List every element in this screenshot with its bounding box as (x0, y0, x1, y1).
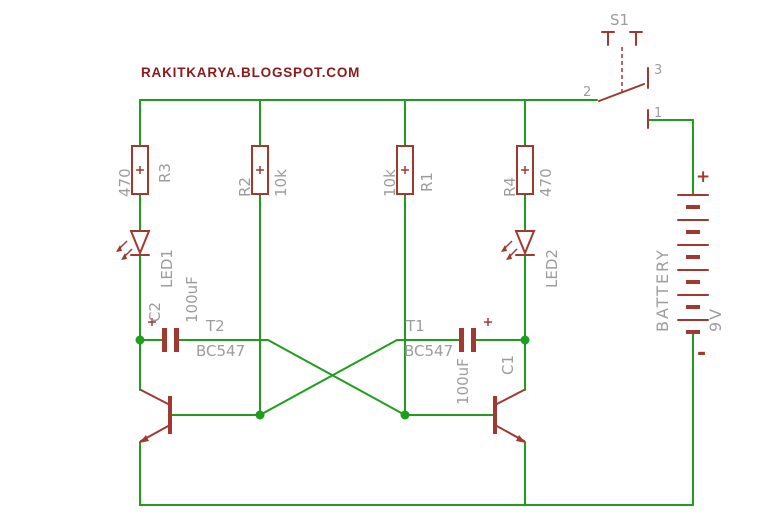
transistor-emitter-arrow (516, 435, 526, 443)
cross-wire (267, 339, 406, 416)
led-light-arrowhead (501, 245, 507, 252)
resistor-value: 470 (537, 168, 555, 197)
led-LED2: LED2 (501, 230, 561, 288)
battery-name: BATTERY (653, 248, 672, 332)
transistor-T1: T1 BC547 (404, 317, 526, 443)
resistor-R1: 10k R1 (381, 145, 436, 197)
transistor-name: T2 (205, 317, 225, 335)
battery-plus-mark: + (696, 167, 710, 187)
led-LED1: LED1 (116, 230, 176, 288)
led-triangle (129, 230, 151, 256)
led-light-arrowhead (116, 245, 122, 252)
switch-pin-label-1: 1 (654, 106, 662, 121)
capacitor-C1: C1 100uF (454, 318, 517, 405)
led-light-arrowhead (506, 253, 512, 260)
transistor-name: T1 (405, 317, 425, 335)
junction-dot (255, 410, 265, 420)
cap-value: 100uF (183, 276, 201, 323)
resistor-R4: R4 470 (501, 145, 555, 197)
switch-S1: S1 2 3 1 (583, 11, 662, 129)
junction-dot (520, 335, 530, 345)
resistor-name: R3 (156, 163, 174, 183)
resistor-name: R1 (418, 172, 436, 192)
switch-lever (598, 83, 645, 102)
led-light-arrowhead (121, 253, 127, 260)
battery-value: 9V (706, 307, 725, 332)
junction-dot (135, 335, 145, 345)
led-name: LED1 (158, 249, 176, 288)
cap-plate (162, 328, 167, 352)
transistor-collector (140, 389, 171, 406)
cross-wire (259, 339, 398, 416)
transistor-collector (494, 389, 525, 406)
transistor-emitter-arrow (139, 435, 149, 443)
resistor-name: R4 (501, 177, 519, 197)
cap-value: 100uF (454, 358, 472, 405)
switch-pin-label-2: 2 (583, 85, 591, 100)
switch-pin-label-3: 3 (654, 63, 662, 78)
led-triangle (514, 230, 536, 256)
switch-name: S1 (610, 11, 629, 29)
cap-name: C1 (499, 355, 517, 375)
cap-plate (174, 328, 179, 352)
resistor-value: 470 (116, 168, 134, 197)
resistor-name: R2 (236, 177, 254, 197)
battery-minus-mark: - (697, 341, 706, 366)
battery: + - BATTERY 9V (653, 167, 725, 366)
transistor-value: BC547 (196, 342, 245, 360)
resistor-value: 10k (381, 169, 399, 197)
cap-plate (459, 328, 464, 352)
led-name: LED2 (543, 249, 561, 288)
resistor-value: 10k (272, 169, 290, 197)
transistor-value: BC547 (404, 342, 453, 360)
capacitor-C2: C2 100uF (146, 276, 201, 352)
cap-plate (471, 328, 476, 352)
transistor-T2: T2 BC547 (139, 317, 245, 443)
cap-name: C2 (146, 302, 164, 322)
junction-dot (400, 410, 410, 420)
resistor-R2: R2 10k (236, 145, 290, 197)
page-title: RAKITKARYA.BLOGSPOT.COM (141, 65, 360, 80)
net-wires (135, 99, 694, 506)
resistor-R3: 470 R3 (116, 145, 174, 197)
